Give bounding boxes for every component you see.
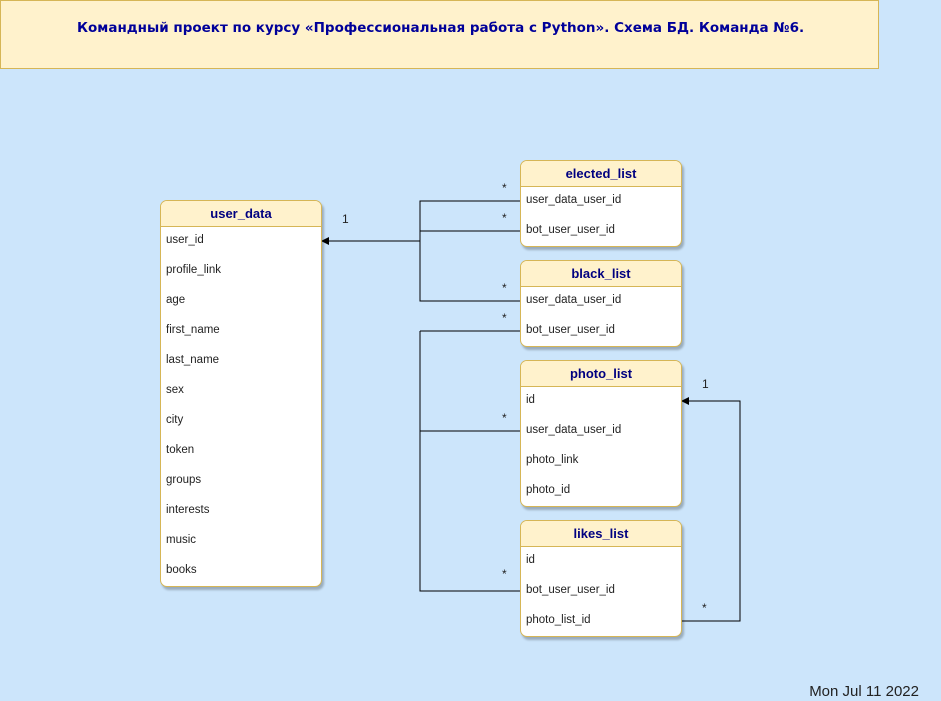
connector-black-user-data (419, 241, 521, 302)
field-last-name: last_name (166, 354, 220, 366)
field-interests: interests (166, 504, 210, 516)
field-first-name: first_name (166, 324, 220, 336)
field-age: age (166, 294, 186, 306)
title-banner: Командный проект по курсу «Профессиональ… (0, 0, 879, 69)
field-bot-user-user-id: bot_user_user_id (526, 224, 615, 236)
field-id: id (526, 554, 535, 566)
field-user-data-user-id: user_data_user_id (526, 424, 622, 436)
field-city: city (166, 414, 184, 426)
field-user-data-user-id: user_data_user_id (526, 294, 622, 306)
cardinality-many-elected-bot-user: * (502, 211, 507, 225)
field-groups: groups (166, 474, 202, 486)
table-elected-list[interactable]: elected_list user_data_user_id bot_user_… (520, 160, 682, 247)
table-user-data-header: user_data (161, 201, 321, 227)
field-user-id: user_id (166, 234, 204, 246)
field-bot-user-user-id: bot_user_user_id (526, 324, 615, 336)
table-likes-list-header: likes_list (521, 521, 681, 547)
table-user-data[interactable]: user_data user_id profile_link age first… (160, 200, 322, 587)
field-photo-list-id: photo_list_id (526, 614, 591, 626)
diagram-title: Командный проект по курсу «Профессиональ… (77, 20, 805, 36)
cardinality-many-likes-bot-user: * (502, 567, 507, 581)
field-sex: sex (166, 384, 184, 396)
table-photo-list-header: photo_list (521, 361, 681, 387)
table-black-list[interactable]: black_list user_data_user_id bot_user_us… (520, 260, 682, 347)
field-photo-link: photo_link (526, 454, 579, 466)
cardinality-many-elected-user-data: * (502, 181, 507, 195)
field-token: token (166, 444, 195, 456)
connector-elected-user-data (321, 200, 521, 245)
connector-likes-bot-user (419, 431, 521, 592)
field-id: id (526, 394, 535, 406)
table-black-list-header: black_list (521, 261, 681, 287)
cardinality-many-black-bot-user: * (502, 311, 507, 325)
cardinality-many-likes-photo: * (702, 601, 707, 615)
field-bot-user-user-id: bot_user_user_id (526, 584, 615, 596)
table-likes-list[interactable]: likes_list id bot_user_user_id photo_lis… (520, 520, 682, 637)
connector-likes-photo (681, 397, 741, 622)
field-user-data-user-id: user_data_user_id (526, 194, 622, 206)
table-photo-list[interactable]: photo_list id user_data_user_id photo_li… (520, 360, 682, 507)
cardinality-many-photo-user-data: * (502, 411, 507, 425)
footer-date: Mon Jul 11 2022 (809, 683, 919, 700)
cardinality-one-user-data: 1 (342, 212, 349, 226)
field-photo-id: photo_id (526, 484, 571, 496)
field-profile-link: profile_link (166, 264, 221, 276)
cardinality-one-photo-id: 1 (702, 377, 709, 391)
field-music: music (166, 534, 197, 546)
cardinality-many-black-user-data: * (502, 281, 507, 295)
table-elected-list-header: elected_list (521, 161, 681, 187)
field-books: books (166, 564, 197, 576)
